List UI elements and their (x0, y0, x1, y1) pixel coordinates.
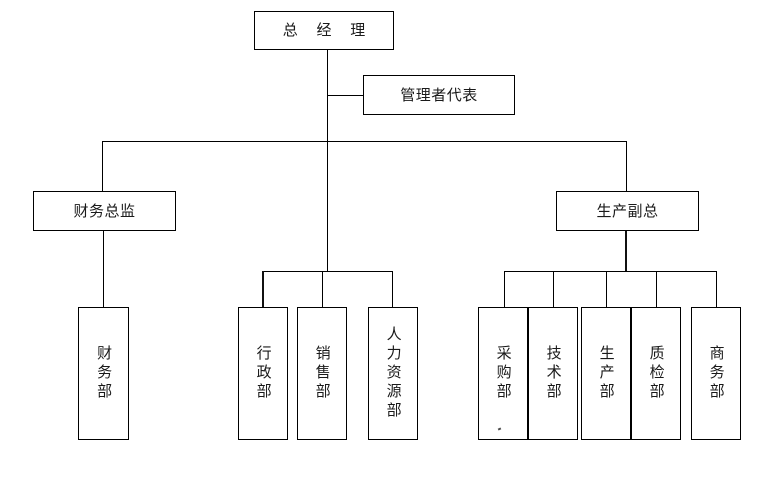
connector-right-drop-quality (656, 271, 657, 307)
connector-middle-bus (262, 271, 393, 272)
connector-right-bus (504, 271, 717, 272)
node-sales-department-label: 销售部 (313, 345, 332, 402)
connector-gm-to-management-rep (327, 95, 364, 96)
node-production-department[interactable]: 生产部 (581, 307, 631, 440)
node-admin-department-label: 行政部 (254, 345, 273, 402)
node-finance-department-label: 财务部 (95, 345, 114, 402)
node-admin-department[interactable]: 行政部 (238, 307, 288, 440)
node-technology-department-label: 技术部 (544, 345, 563, 402)
node-management-representative-label: 管理者代表 (400, 85, 478, 104)
connector-finance-director-to-finance-dept (103, 230, 104, 307)
connector-right-drop-business (716, 271, 717, 307)
connector-gm-trunk (327, 49, 328, 271)
connector-middle-drop-hr (392, 271, 393, 307)
connector-production-vp-drop (625, 230, 627, 271)
node-hr-department-label: 人力资源部 (384, 326, 403, 421)
node-quality-department[interactable]: 质检部 (631, 307, 681, 440)
node-hr-department[interactable]: 人力资源部 (368, 307, 418, 440)
node-general-manager[interactable]: 总 经 理 (254, 11, 394, 50)
node-business-department[interactable]: 商务部 (691, 307, 741, 440)
connector-bus-to-finance-director (102, 141, 103, 191)
node-purchasing-department[interactable]: 采购部 (478, 307, 528, 440)
node-technology-department[interactable]: 技术部 (528, 307, 578, 440)
node-finance-director-label: 财务总监 (73, 201, 136, 220)
connector-right-drop-purchasing (504, 271, 505, 307)
node-management-representative[interactable]: 管理者代表 (363, 75, 515, 115)
node-production-department-label: 生产部 (597, 345, 616, 402)
node-sales-department[interactable]: 销售部 (297, 307, 347, 440)
node-production-vp[interactable]: 生产副总 (556, 191, 699, 231)
connector-right-drop-technology (553, 271, 554, 307)
connector-right-drop-production (606, 271, 607, 307)
node-purchasing-department-label: 采购部 (494, 345, 513, 402)
node-finance-director[interactable]: 财务总监 (33, 191, 176, 231)
connector-middle-drop-admin (262, 271, 264, 307)
connector-level3-bus (102, 141, 627, 142)
connector-middle-drop-sales (322, 271, 323, 307)
node-business-department-label: 商务部 (707, 345, 726, 402)
connector-bus-to-production-vp (626, 141, 627, 191)
node-general-manager-label: 总 经 理 (282, 21, 373, 40)
node-quality-department-label: 质检部 (647, 345, 666, 402)
node-finance-department[interactable]: 财务部 (78, 307, 129, 440)
node-production-vp-label: 生产副总 (596, 201, 659, 220)
